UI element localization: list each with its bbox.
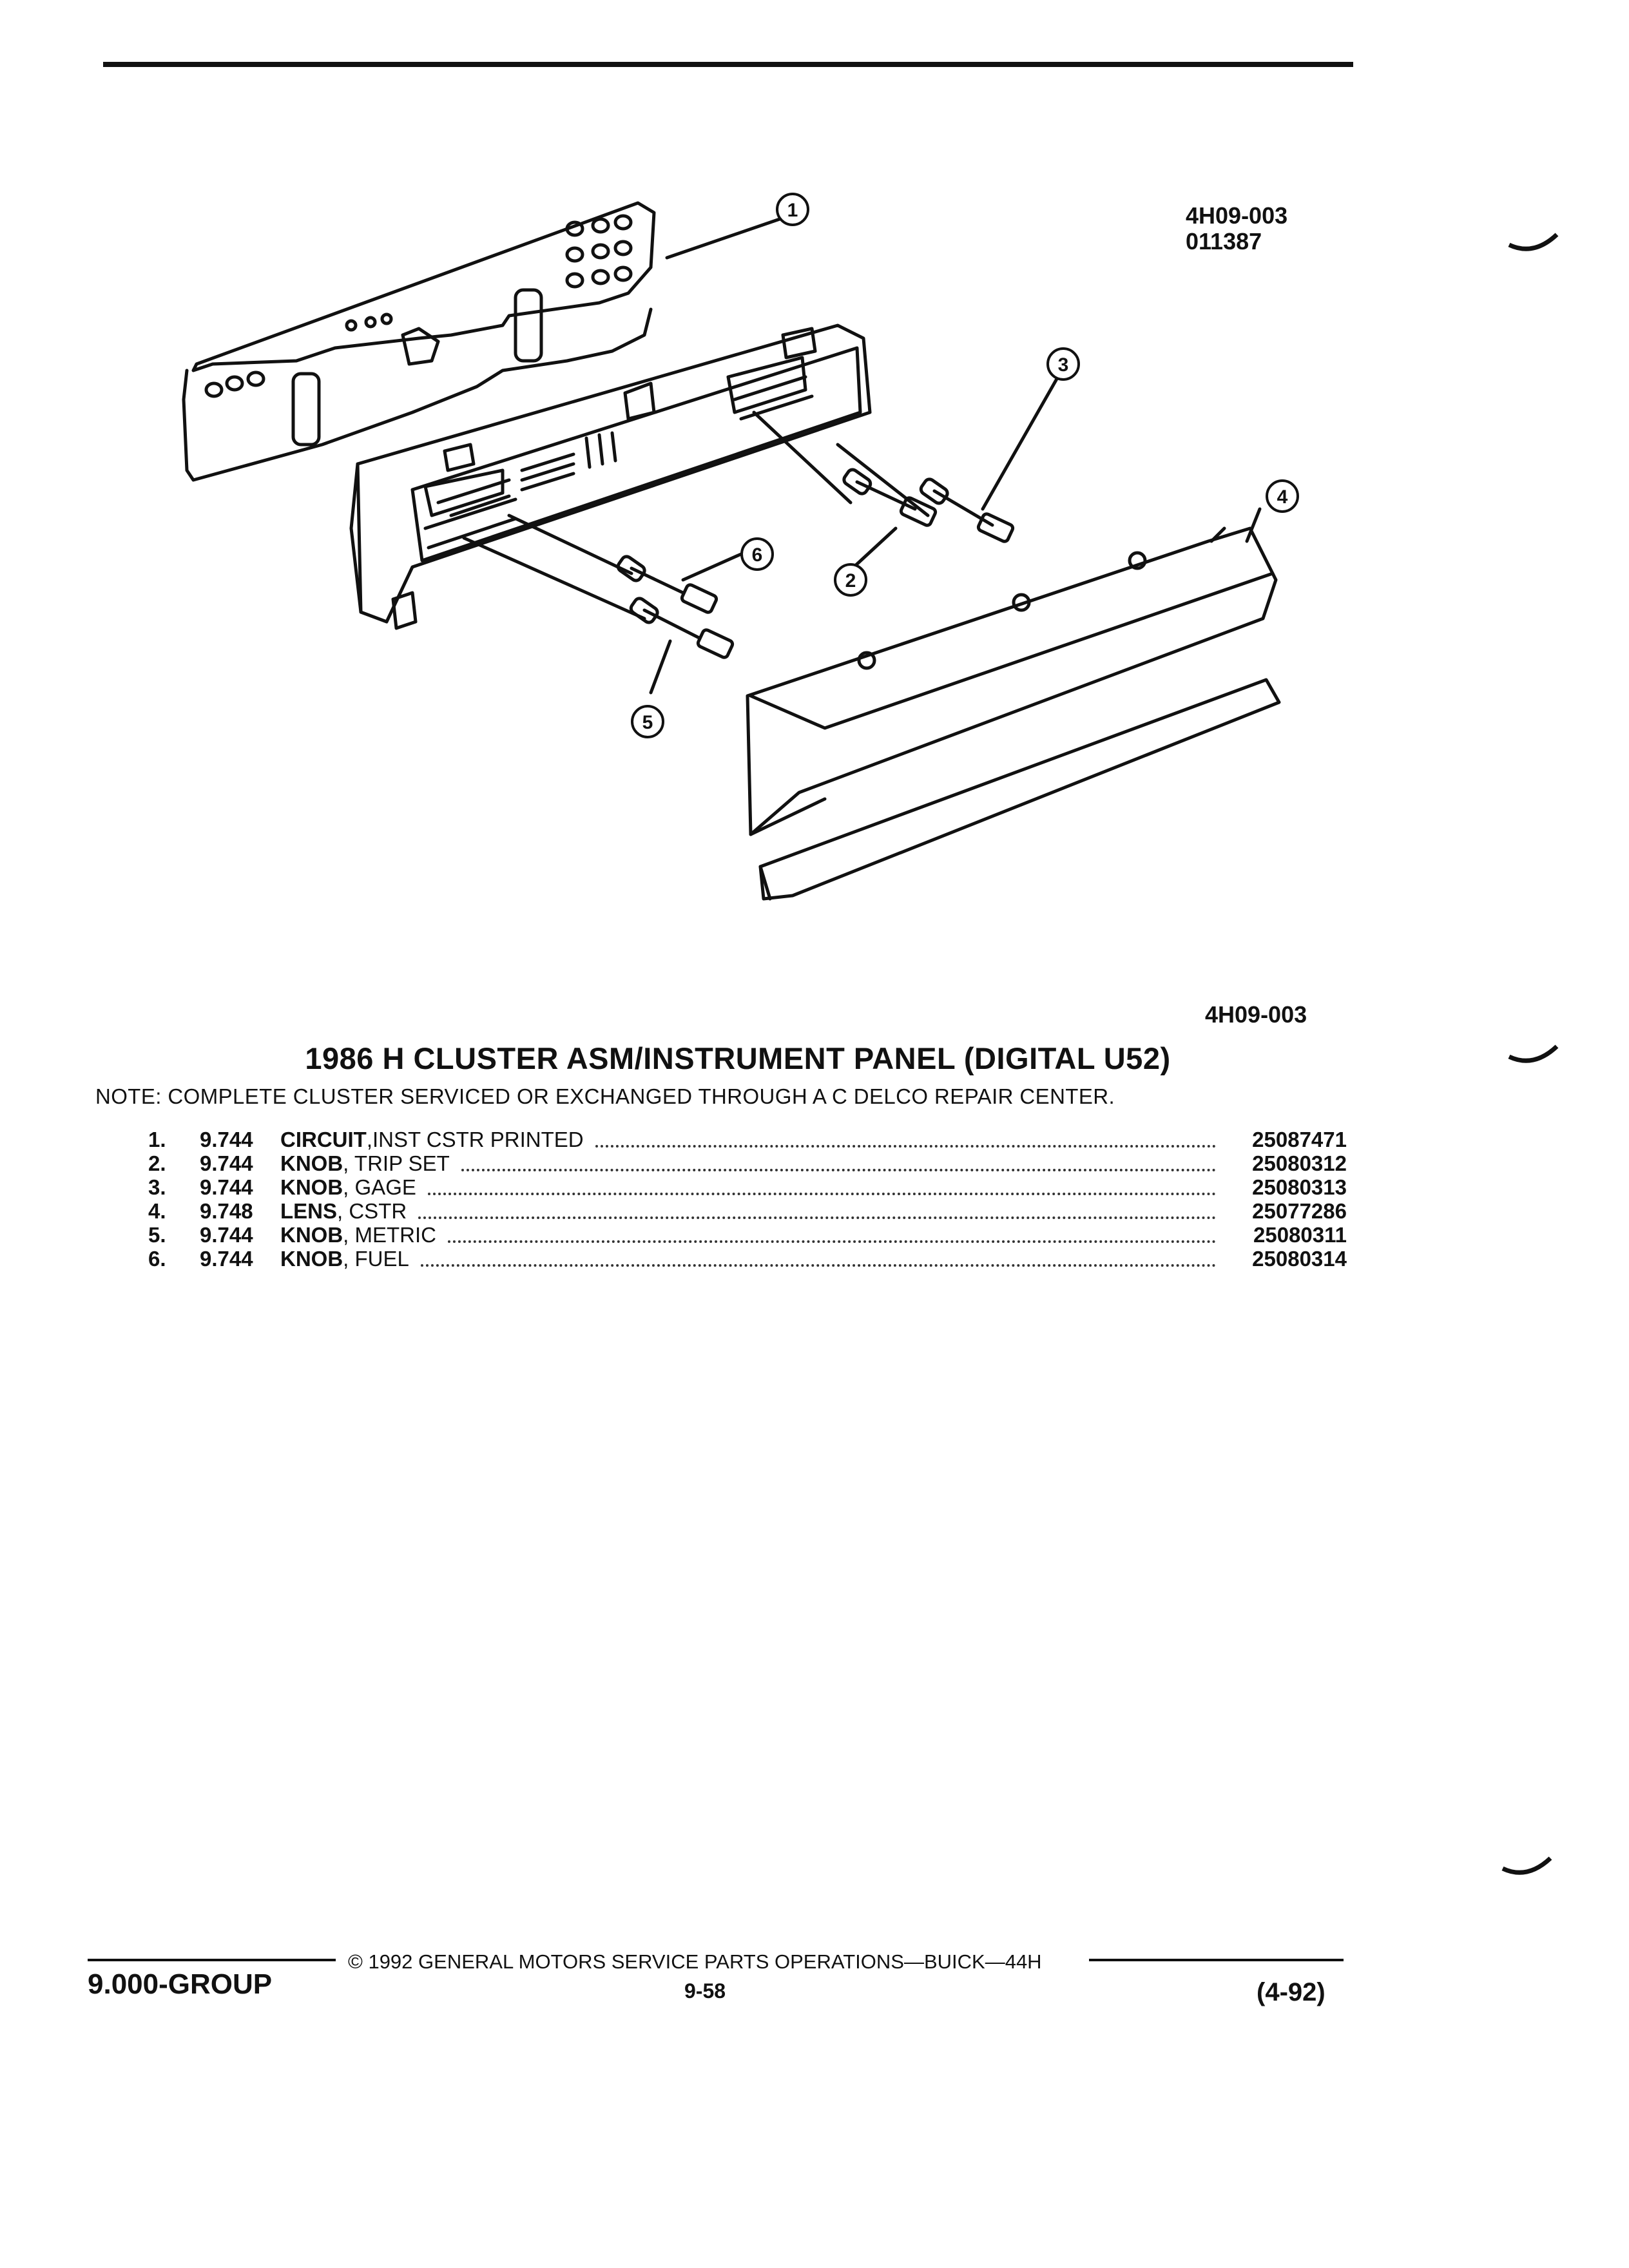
footer-copyright: © 1992 GENERAL MOTORS SERVICE PARTS OPER… — [348, 1950, 1042, 1973]
knob-shafts-lower — [462, 514, 735, 659]
item-number: 2. — [148, 1151, 166, 1175]
item-number: 4. — [148, 1199, 166, 1223]
dot-leader — [448, 1227, 1216, 1243]
dot-leader — [595, 1132, 1216, 1148]
callout-label: 4 — [1277, 486, 1288, 508]
footer-rule-left — [88, 1959, 336, 1961]
callout-label: 5 — [642, 712, 653, 733]
callout-1 — [776, 193, 809, 226]
figure-date-code: 011387 — [1186, 228, 1262, 255]
dot-leader — [461, 1156, 1216, 1171]
callout-label: 3 — [1058, 354, 1069, 376]
item-number: 3. — [148, 1175, 166, 1199]
parts-list: 1. 9.744 CIRCUIT ,INST CSTR PRINTED 2508… — [148, 1128, 1347, 1271]
binder-mark — [1508, 1044, 1559, 1063]
part-description: , TRIP SET — [343, 1151, 450, 1175]
dot-leader — [420, 1251, 1216, 1267]
part-number: 25080312 — [1252, 1151, 1347, 1175]
cluster-lens — [746, 526, 1278, 836]
callout-4 — [1266, 479, 1299, 513]
top-rule — [103, 62, 1353, 67]
group-number: 9.744 — [200, 1128, 253, 1151]
page-title: 1986 H CLUSTER ASM/INSTRUMENT PANEL (DIG… — [305, 1041, 1171, 1075]
callout-label: 2 — [845, 570, 856, 591]
part-number: 25077286 — [1252, 1199, 1347, 1223]
footer-rule-right — [1089, 1959, 1344, 1961]
revision-date: (4-92) — [1257, 1978, 1325, 2006]
callout-3 — [1046, 347, 1080, 381]
exploded-diagram: 1 2 3 4 5 6 — [182, 193, 1299, 901]
parts-row: 3. 9.744 KNOB , GAGE 25080313 — [148, 1175, 1347, 1199]
part-description: ,INST CSTR PRINTED — [366, 1128, 584, 1151]
binder-mark — [1501, 1856, 1552, 1875]
callout-5 — [631, 705, 664, 738]
group-number: 9.744 — [200, 1151, 253, 1175]
lens-trim-strip — [758, 678, 1281, 901]
item-number: 1. — [148, 1128, 166, 1151]
item-number: 6. — [148, 1247, 166, 1271]
group-number: 9.744 — [200, 1175, 253, 1199]
part-name: LENS — [280, 1199, 338, 1223]
cluster-housing — [349, 323, 872, 630]
parts-row: 5. 9.744 KNOB , METRIC 25080311 — [148, 1223, 1347, 1247]
part-description: , GAGE — [343, 1175, 416, 1199]
page-number: 9-58 — [684, 1979, 726, 2003]
binder-mark — [1508, 233, 1559, 251]
part-name: KNOB — [280, 1175, 343, 1199]
part-name: KNOB — [280, 1223, 343, 1247]
part-description: , CSTR — [337, 1199, 407, 1223]
part-number: 25080313 — [1252, 1175, 1347, 1199]
part-description: , METRIC — [343, 1223, 436, 1247]
group-number: 9.744 — [200, 1247, 253, 1271]
part-number: 25087471 — [1252, 1128, 1347, 1151]
item-number: 5. — [148, 1223, 166, 1247]
dot-leader — [418, 1204, 1216, 1219]
callout-label: 6 — [752, 544, 763, 566]
printed-circuit-board — [182, 201, 656, 482]
callout-6 — [740, 537, 774, 571]
part-number: 25080311 — [1253, 1223, 1347, 1247]
callout-label: 1 — [787, 200, 798, 221]
parts-row: 2. 9.744 KNOB , TRIP SET 25080312 — [148, 1151, 1347, 1175]
figure-code: 4H09-003 — [1186, 202, 1288, 229]
group-number: 9.744 — [200, 1223, 253, 1247]
group-number: 9.748 — [200, 1199, 253, 1223]
dot-leader — [427, 1180, 1216, 1195]
part-name: CIRCUIT — [280, 1128, 367, 1151]
callout-2 — [834, 563, 867, 597]
footer-group: 9.000-GROUP — [88, 1968, 273, 2000]
service-note: NOTE: COMPLETE CLUSTER SERVICED OR EXCHA… — [95, 1084, 1115, 1108]
parts-row: 6. 9.744 KNOB , FUEL 25080314 — [148, 1247, 1347, 1271]
part-name: KNOB — [280, 1247, 343, 1271]
part-name: KNOB — [280, 1151, 343, 1175]
parts-row: 1. 9.744 CIRCUIT ,INST CSTR PRINTED 2508… — [148, 1128, 1347, 1151]
figure-code-bottom: 4H09-003 — [1205, 1001, 1307, 1028]
part-description: , FUEL — [343, 1247, 409, 1271]
part-number: 25080314 — [1252, 1247, 1347, 1271]
knob-shafts-upper — [752, 410, 1015, 543]
parts-row: 4. 9.748 LENS , CSTR 25077286 — [148, 1199, 1347, 1223]
